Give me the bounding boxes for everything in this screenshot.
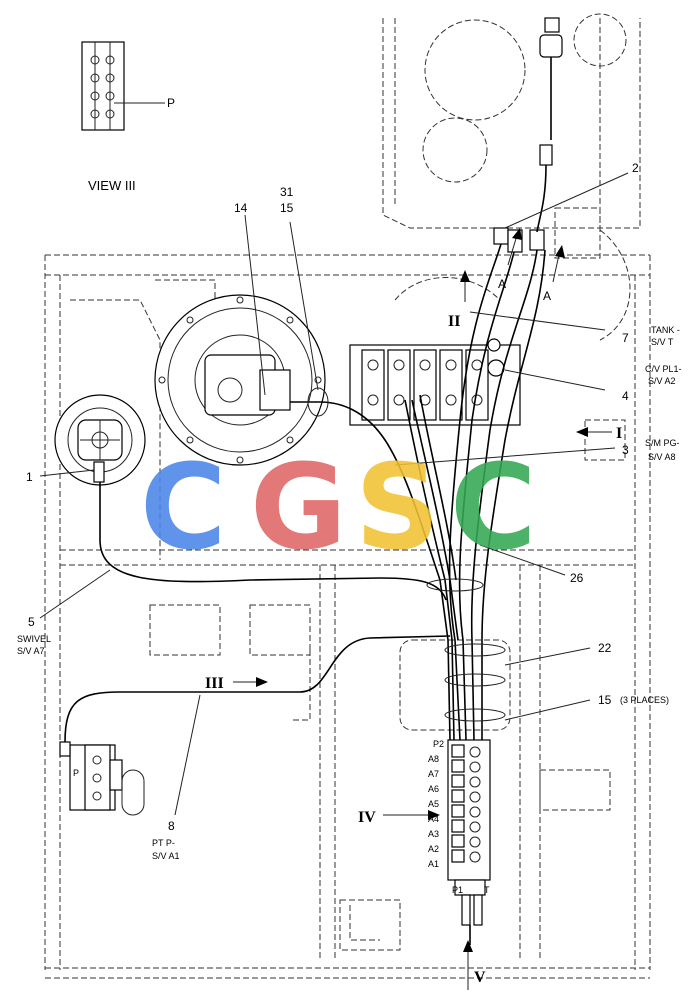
view-iii-title: VIEW III [88,178,136,193]
port-a8-label: A8 [428,754,439,764]
callout-15-top: 15 [280,201,294,215]
sm-label-1: S/M PG- [645,438,680,448]
port-a6-label: A6 [428,784,439,794]
callout-labels: 31 15 14 2 A A II 7 TANK - S/V T 4 C/V P… [17,161,682,986]
port-a1-label: A1 [428,859,439,869]
pump-port-p-label: P [73,768,79,778]
callout-1: 1 [26,470,33,484]
tank-label-2: S/V T [651,337,674,347]
pilot-pump-valve: P [59,741,145,816]
leader-lines [39,172,629,816]
callout-15-places: (3 PLACES) [620,695,669,705]
callout-31: 31 [280,185,294,199]
cv-label-1: C/V PL1- [645,364,682,374]
callout-26: 26 [570,571,584,585]
pt-label-1: PT P- [152,838,175,848]
solenoid-valve-stack [447,739,491,926]
section-a-label-1: A [498,277,506,291]
port-t-label: T [484,885,490,895]
view-arrows [233,228,612,990]
sm-label-2: S/V A8 [648,452,676,462]
callout-15-bottom: 15 [598,693,612,707]
port-a3-label: A3 [428,829,439,839]
swivel-label-2: S/V A7 [17,646,45,656]
watermark-letter-s: S [355,438,440,576]
control-valve-block [349,338,521,426]
callout-7: 7 [622,331,629,345]
swing-motor [154,294,326,466]
watermark-letter-c1: C [140,438,227,576]
callout-8: 8 [168,819,175,833]
view-iii-port-label: P [167,96,175,110]
section-a-label-2: A [543,289,551,303]
watermark-letter-g: G [250,438,347,576]
view-iii-marker: III [205,675,224,692]
view-v-marker: V [474,969,486,986]
hose-clamps [307,387,506,722]
frame-structure [44,13,651,979]
callout-2: 2 [632,161,639,175]
port-a2-label: A2 [428,844,439,854]
pt-label-2: S/V A1 [152,851,180,861]
callout-22: 22 [598,641,612,655]
view-i-marker: I [616,425,622,442]
view-ii-marker: II [448,313,460,330]
tank-label-1: TANK - [651,325,680,335]
port-a4-label: A4 [428,814,439,824]
port-p2-label: P2 [433,739,444,749]
callout-3: 3 [622,443,629,457]
swivel-joint [54,394,146,486]
watermark-logo: C G S C [140,438,537,576]
callout-4: 4 [622,389,629,403]
watermark-letter-c2: C [450,438,537,576]
port-a5-label: A5 [428,799,439,809]
top-fittings [493,17,563,253]
callout-5: 5 [28,615,35,629]
view-iv-marker: IV [358,809,376,826]
port-a7-label: A7 [428,769,439,779]
callout-14: 14 [234,201,248,215]
view-iii-inset: P VIEW III [81,41,175,193]
hose-routing [64,57,552,945]
cv-label-2: S/V A2 [648,376,676,386]
swivel-label-1: SWIVEL [17,634,51,644]
port-p1-label: P1 [452,885,463,895]
